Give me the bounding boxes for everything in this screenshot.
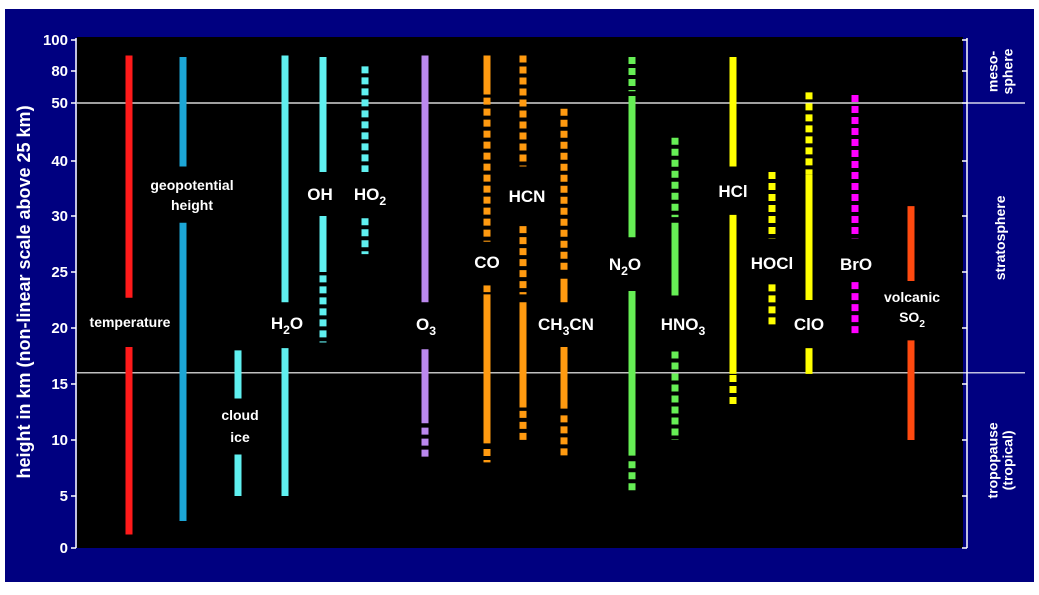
y-tick-label: 15: [51, 376, 68, 393]
series-label: ice: [230, 429, 250, 445]
y-tick-label: 30: [51, 208, 68, 225]
region-label: tropopause: [985, 422, 1001, 498]
region-label: sphere: [1000, 48, 1016, 94]
series-label: HO2: [354, 185, 387, 208]
series-label: SO2: [899, 309, 925, 330]
series-label: cloud: [221, 407, 258, 423]
series-label: OH: [307, 185, 333, 204]
series-label: CH3CN: [538, 315, 594, 338]
y-tick-label: 50: [51, 95, 68, 112]
series-label: HNO3: [661, 315, 706, 338]
y-tick-label: 20: [51, 320, 68, 337]
region-label: (tropical): [1000, 430, 1016, 490]
y-axis-label: height in km (non-linear scale above 25 …: [14, 105, 34, 478]
series-label: HCN: [509, 187, 546, 206]
y-tick-label: 80: [51, 63, 68, 80]
series-label: O3: [416, 315, 436, 338]
region-label: meso-: [985, 51, 1001, 93]
series-label: ClO: [794, 315, 824, 334]
series-label: temperature: [90, 314, 171, 330]
y-tick-label: 40: [51, 153, 68, 170]
y-tick-label: 10: [51, 432, 68, 449]
series-label: geopotential: [150, 177, 233, 193]
series-label: CO: [474, 253, 500, 272]
series-label: N2O: [609, 255, 641, 278]
y-tick-label: 5: [60, 488, 68, 505]
series-label: HCl: [718, 182, 747, 201]
y-tick-label: 25: [51, 264, 68, 281]
y-tick-label: 0: [60, 540, 68, 557]
series-label: volcanic: [884, 289, 940, 305]
region-label: stratosphere: [992, 195, 1008, 280]
y-tick-label: 100: [43, 32, 68, 49]
series-label: BrO: [840, 255, 872, 274]
series-label: HOCl: [751, 254, 794, 273]
series-label: H2O: [271, 314, 303, 337]
series-label: height: [171, 197, 213, 213]
